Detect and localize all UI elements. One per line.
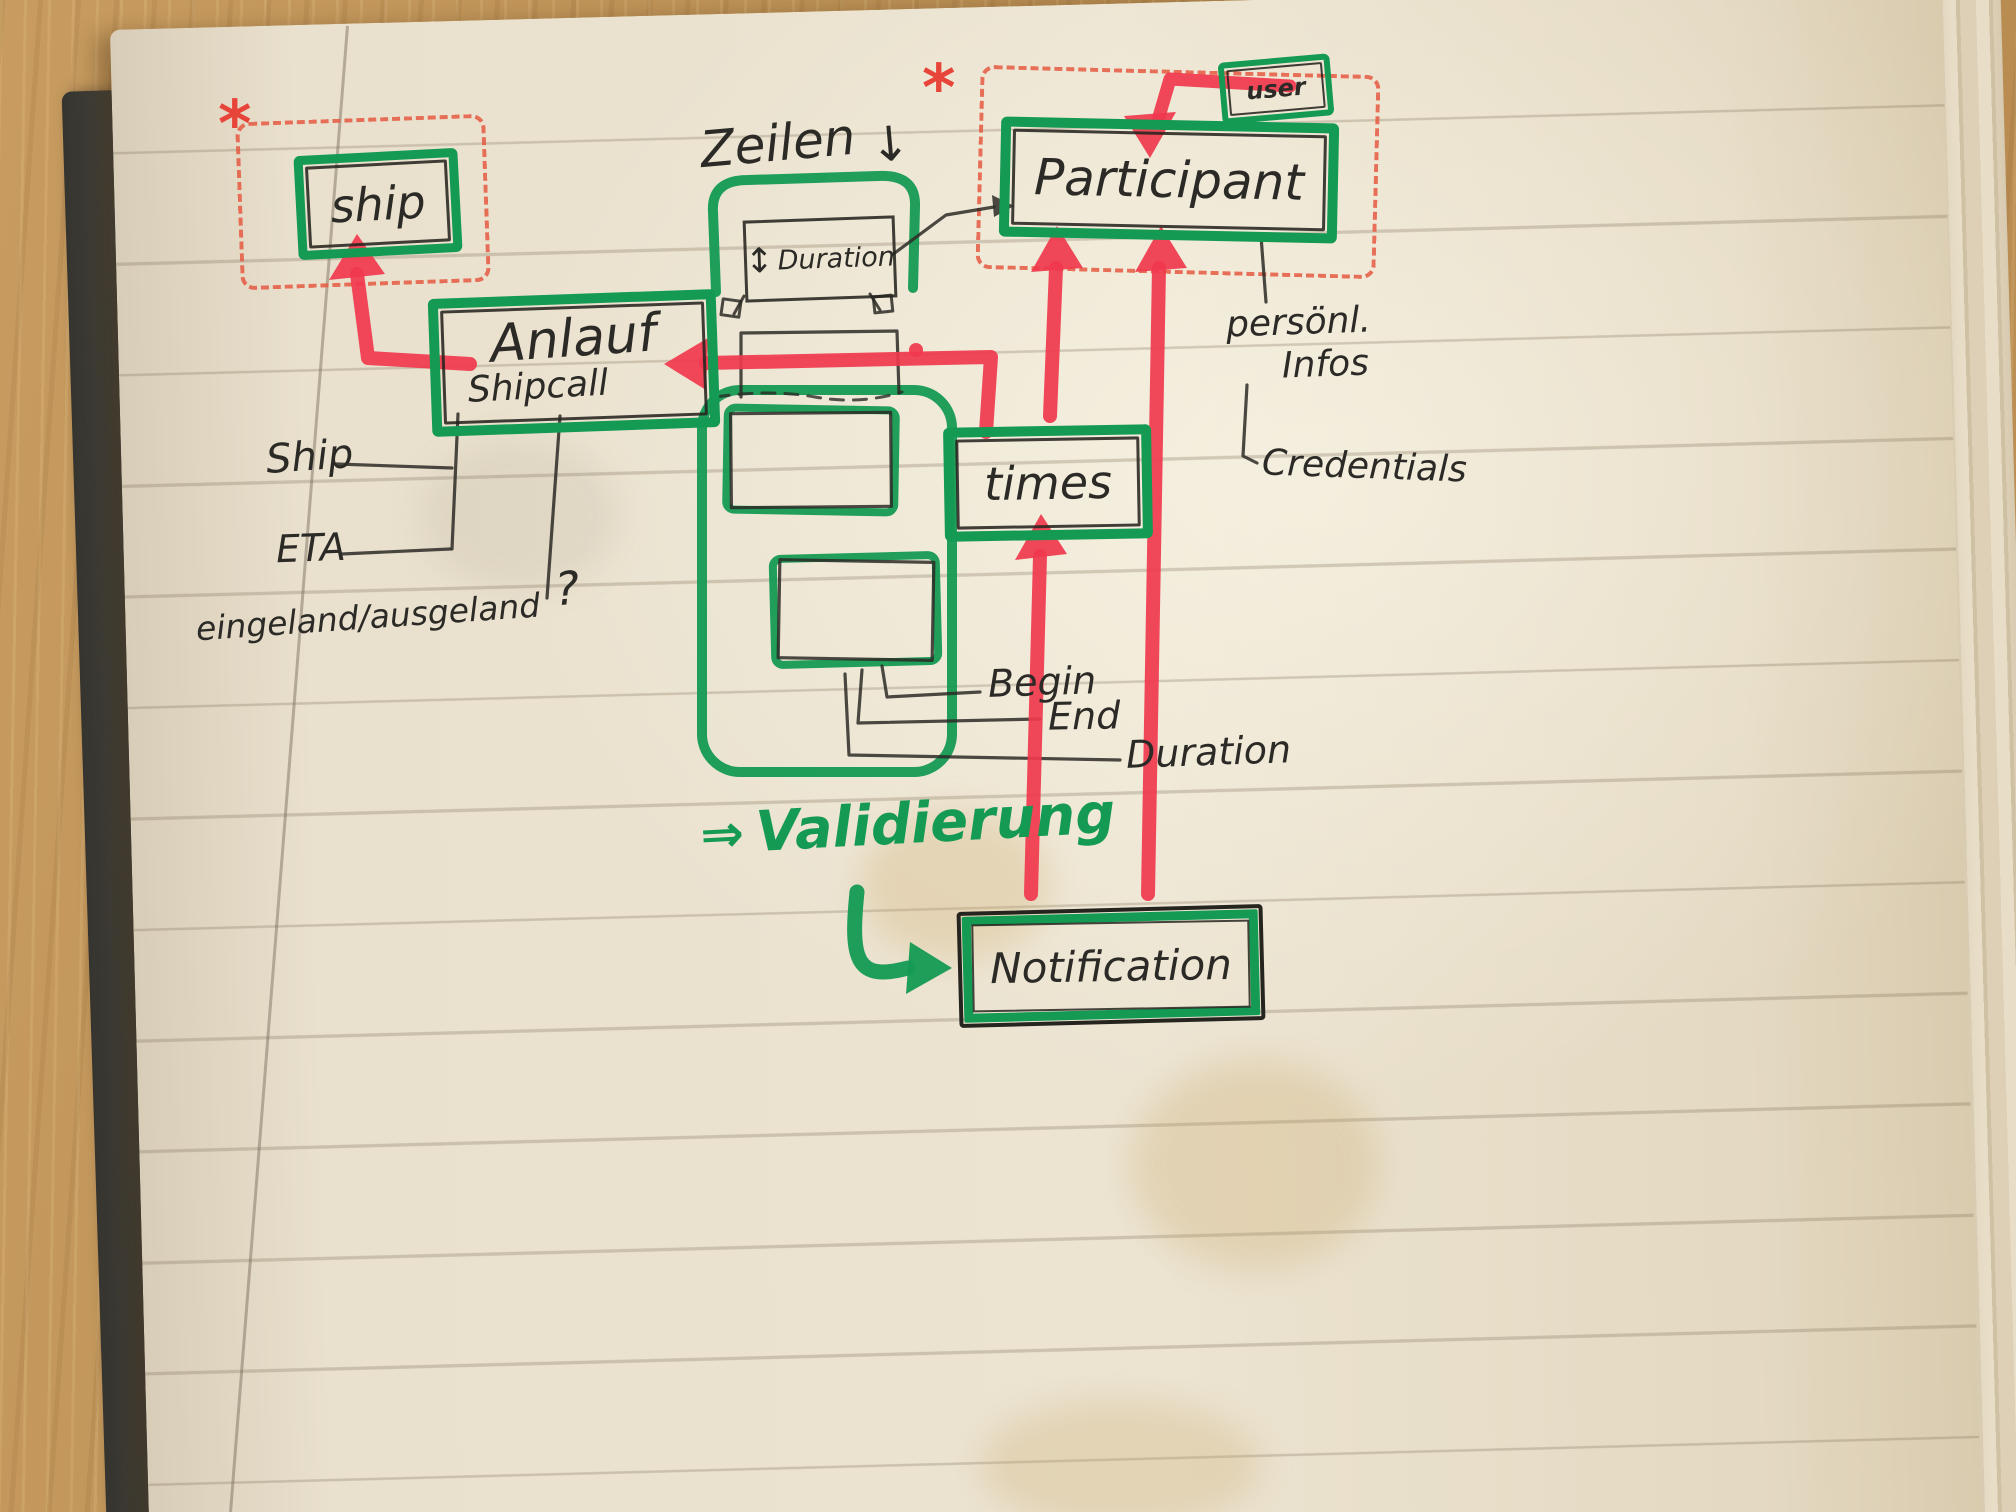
- question-mark: ?: [553, 560, 582, 617]
- user-box: user: [1217, 53, 1335, 125]
- notification-box: Notification: [956, 904, 1266, 1028]
- anlauf-box-inner: Anlauf Shipcall: [440, 301, 708, 425]
- duration-attr-label: Duration: [1125, 727, 1292, 777]
- ship-attr-label: Ship: [264, 431, 355, 483]
- duration-box: ↕ Duration: [742, 215, 898, 303]
- ship-box-label: ship: [304, 159, 452, 249]
- times-box-label: times: [955, 436, 1141, 530]
- ship-box: ship: [293, 147, 463, 261]
- duration-box-label: Duration: [777, 240, 896, 276]
- user-box-label: user: [1226, 61, 1326, 117]
- shipcall-box-label: Shipcall: [466, 362, 610, 411]
- anlauf-box: Anlauf Shipcall: [427, 289, 721, 437]
- eta-label: ETA: [275, 524, 347, 572]
- credentials-label: Credentials: [1261, 442, 1468, 491]
- persoenl-label: persönl.: [1225, 299, 1372, 346]
- asterisk-left: *: [218, 88, 252, 162]
- participant-box-label: Participant: [1011, 128, 1327, 232]
- down-arrow-icon: ↓: [867, 114, 913, 175]
- times-box: times: [943, 424, 1153, 542]
- updown-arrow-icon: ↕: [744, 240, 775, 282]
- end-label: End: [1047, 693, 1121, 739]
- double-arrow-icon: ⇒: [698, 803, 746, 866]
- participant-box: Participant: [998, 116, 1340, 244]
- notification-box-label: Notification: [971, 919, 1251, 1013]
- infos-label: Infos: [1281, 342, 1370, 387]
- notification-box-green-band: Notification: [961, 909, 1261, 1023]
- asterisk-right: *: [922, 52, 956, 126]
